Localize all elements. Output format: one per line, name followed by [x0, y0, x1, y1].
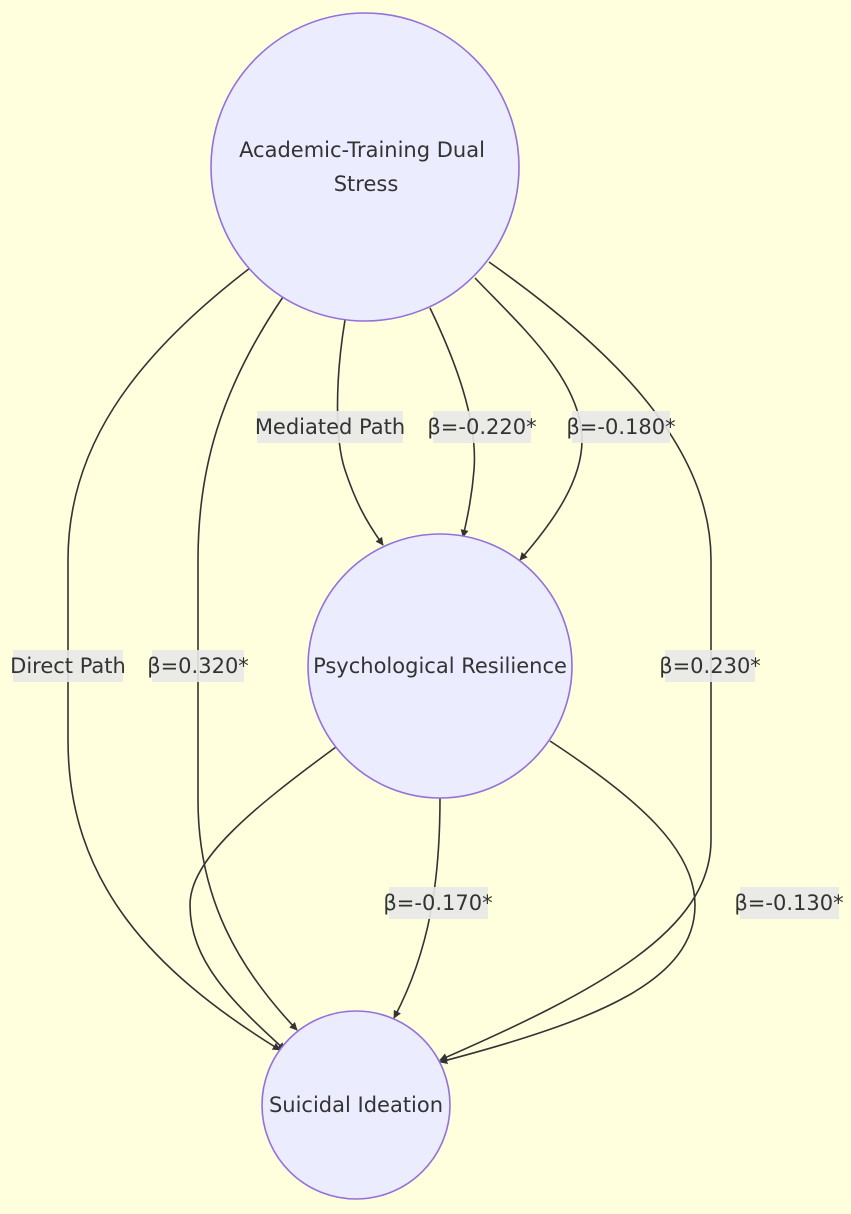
node-ideation: Suicidal Ideation	[261, 1010, 451, 1200]
edge-label-beta-n0180-text: β=-0.180*	[566, 415, 675, 439]
edge-labels: Direct Path β=0.320* Mediated Path β=-0.…	[10, 411, 844, 919]
edge-label-beta-n0220: β=-0.220*	[427, 411, 537, 443]
edge-label-beta-n0130-text: β=-0.130*	[734, 891, 843, 915]
edge-label-beta-n0180: β=-0.180*	[566, 411, 676, 443]
edge-label-direct-path-text: Direct Path	[10, 654, 126, 678]
edge-label-direct-path: Direct Path	[10, 650, 126, 682]
edge-mediated-path	[336, 319, 384, 546]
node-stress-label-line1: Academic-Training Dual	[239, 138, 485, 162]
node-stress: Academic-Training Dual Stress	[210, 12, 520, 322]
edge-label-beta-n0220-text: β=-0.220*	[427, 415, 536, 439]
edge-label-beta-0230: β=0.230*	[659, 650, 761, 682]
edge-resilience-ideation-left	[189, 746, 337, 1051]
edge-label-beta-0320: β=0.320*	[147, 650, 249, 682]
node-stress-label-line2: Stress	[334, 172, 399, 196]
edge-beta-n0130	[439, 740, 696, 1065]
edge-beta-n0220	[429, 307, 476, 538]
edge-beta-0230	[439, 261, 712, 1061]
node-resilience: Psychological Resilience	[307, 533, 573, 799]
edge-label-beta-n0170-text: β=-0.170*	[383, 891, 492, 915]
node-ideation-label: Suicidal Ideation	[269, 1093, 443, 1117]
edge-label-mediated-path: Mediated Path	[255, 411, 405, 443]
edge-label-beta-n0130: β=-0.130*	[734, 887, 844, 919]
edge-label-beta-0230-text: β=0.230*	[659, 654, 761, 678]
edge-direct-path	[67, 267, 281, 1051]
edge-label-mediated-path-text: Mediated Path	[255, 415, 405, 439]
node-resilience-label: Psychological Resilience	[313, 654, 567, 678]
edge-label-beta-n0170: β=-0.170*	[383, 887, 493, 919]
edge-label-beta-0320-text: β=0.320*	[147, 654, 249, 678]
